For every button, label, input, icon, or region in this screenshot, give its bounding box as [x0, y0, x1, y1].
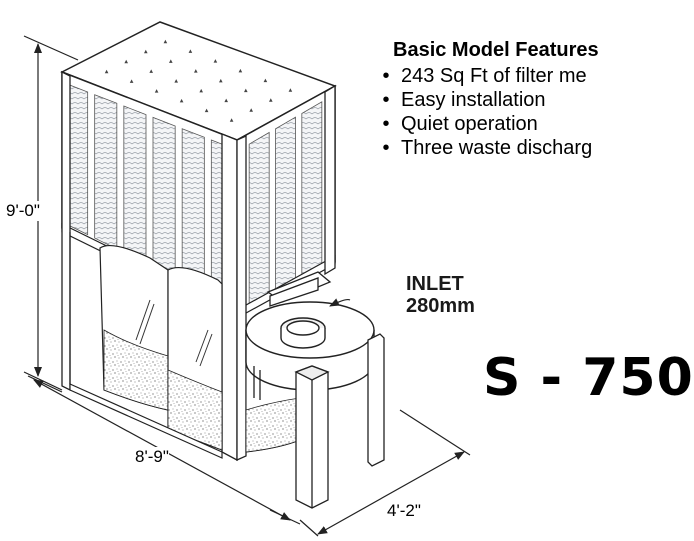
lid-vent-hole — [129, 79, 134, 83]
height-label: 9'-0" — [6, 201, 40, 221]
model-name: S - 750 — [483, 348, 694, 408]
filter-cartridge — [248, 131, 270, 307]
lid-vent-hole — [169, 59, 173, 63]
lid-vent-hole — [163, 39, 168, 44]
filter-cartridge — [275, 116, 296, 292]
filter-cartridge — [152, 116, 176, 279]
bullet-icon: • — [382, 137, 390, 159]
lid-vent-hole — [174, 79, 178, 83]
lid-vent-hole — [149, 69, 153, 73]
lid-vent-hole — [224, 98, 228, 103]
product-diagram: Basic Model Features • 243 Sq Ft of filte… — [6, 21, 693, 537]
feature-items: • 243 Sq Ft of filter me • Easy installatio… — [382, 64, 693, 160]
feature-text: Easy installation — [401, 89, 546, 111]
inlet-duct — [266, 271, 332, 307]
lid-vent-hole — [104, 69, 109, 74]
feature-item: • Quiet operation — [371, 112, 693, 136]
bullet-icon: • — [382, 89, 390, 111]
feature-text: 243 Sq Ft of filter me — [401, 65, 587, 87]
cyclone-legs — [253, 333, 385, 509]
lid-vent-hole — [213, 59, 218, 63]
depth-label: 4'-2" — [387, 501, 421, 521]
lid-vent-hole — [179, 98, 184, 103]
filter-cartridge — [301, 101, 323, 277]
lid-vent-hole — [238, 68, 243, 73]
lid-vent-hole — [249, 108, 253, 112]
depth-dimension — [299, 409, 471, 537]
length-label: 8'-9" — [135, 447, 169, 467]
dust-collector-drawing — [23, 21, 471, 537]
lid-vent-hole — [194, 69, 198, 73]
inlet-title: INLET — [406, 273, 464, 295]
filter-cartridge — [94, 94, 118, 250]
cyclone-separator — [245, 301, 375, 391]
feature-text: Three waste discharg — [401, 137, 593, 159]
lid-vent-hole — [144, 49, 148, 54]
filter-cartridge — [181, 128, 205, 293]
lid-vent-hole — [188, 49, 193, 53]
feature-list: Basic Model Features • 243 Sq Ft of filte… — [382, 38, 693, 160]
feature-list-title: Basic Model Features — [393, 39, 599, 61]
feature-item: • Easy installation — [371, 88, 693, 112]
cabinet-right-face — [236, 84, 336, 320]
inlet-leader — [329, 298, 351, 307]
lid-vent-hole — [229, 118, 234, 122]
feature-text: Quiet operation — [401, 113, 538, 135]
bullet-icon: • — [382, 65, 390, 87]
filter-cartridge — [123, 105, 147, 264]
lid-vent-hole — [204, 108, 209, 113]
feature-item: • Three waste discharg — [371, 136, 693, 160]
lid-vent-hole — [219, 78, 223, 83]
bullet-icon: • — [382, 113, 390, 135]
lid-vent-hole — [269, 98, 273, 102]
inlet-size: 280mm — [406, 295, 475, 317]
lid-vent-hole — [244, 88, 248, 93]
lid-vent-hole — [154, 89, 159, 93]
lid-vent-hole — [124, 59, 128, 64]
lid-vent-hole — [288, 88, 293, 92]
feature-item: • 243 Sq Ft of filter me — [371, 64, 693, 88]
lid-vent-hole — [263, 78, 268, 83]
lid-vent-hole — [199, 88, 203, 93]
inlet-callout: INLET 280mm — [406, 273, 475, 317]
